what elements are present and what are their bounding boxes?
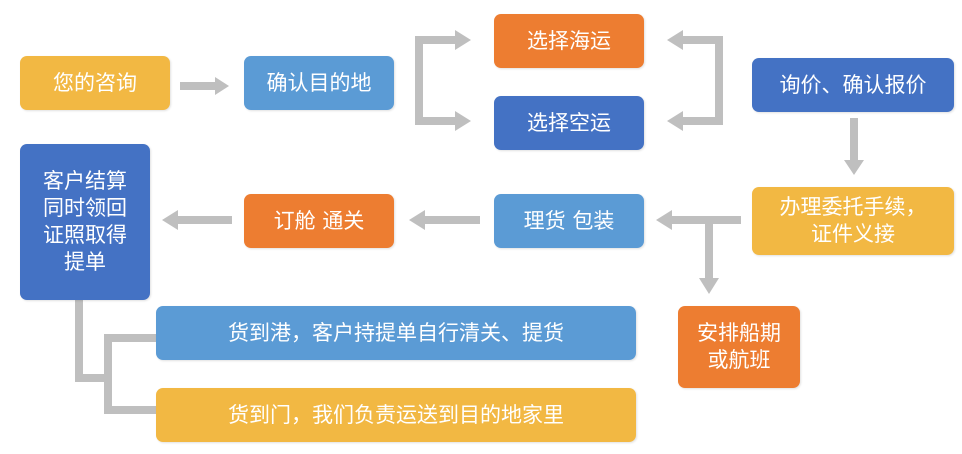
node-consult-label: 您的咨询 — [53, 70, 137, 95]
node-sea-freight-label: 选择海运 — [527, 28, 611, 53]
node-settlement: 客户结算 同时领回 证照取得 提单 — [20, 144, 150, 300]
node-settlement-line4: 提单 — [64, 250, 106, 274]
node-sort-pack: 理货 包装 — [494, 194, 644, 248]
arrow-quote-to-sea-air — [667, 30, 723, 131]
node-consult: 您的咨询 — [20, 56, 170, 110]
node-confirm-destination: 确认目的地 — [244, 56, 394, 110]
node-air-freight-label: 选择空运 — [527, 110, 611, 135]
node-commission-line2: 证件义接 — [811, 222, 895, 246]
arrow-booking-to-settlement — [162, 210, 232, 230]
node-door-delivery-label: 货到门，我们负责运送到目的地家里 — [228, 402, 564, 427]
node-commission: 办理委托手续， 证件义接 — [752, 187, 954, 255]
node-port-delivery: 货到港，客户持提单自行清关、提货 — [156, 306, 636, 360]
arrow-pack-to-booking — [409, 210, 480, 230]
node-door-delivery: 货到门，我们负责运送到目的地家里 — [156, 388, 636, 442]
node-sea-freight: 选择海运 — [494, 14, 644, 68]
node-booking-customs: 订舱 通关 — [244, 194, 394, 248]
arrow-confirm-to-sea-air — [415, 30, 471, 131]
node-port-delivery-label: 货到港，客户持提单自行清关、提货 — [228, 320, 564, 345]
node-settlement-line3: 证照取得 — [43, 223, 127, 247]
arrow-quote-to-commission — [844, 118, 864, 175]
arrow-commission-to-pack-schedule — [656, 210, 741, 294]
node-quote: 询价、确认报价 — [752, 58, 954, 112]
node-commission-line1: 办理委托手续， — [779, 195, 927, 219]
node-schedule: 安排船期 或航班 — [678, 306, 800, 388]
arrow-consult-to-confirm — [180, 77, 229, 95]
node-booking-customs-label: 订舱 通关 — [273, 208, 365, 233]
node-settlement-line1: 客户结算 — [43, 169, 127, 193]
node-settlement-line2: 同时领回 — [43, 196, 127, 220]
node-confirm-destination-label: 确认目的地 — [266, 70, 372, 95]
node-quote-label: 询价、确认报价 — [779, 72, 927, 97]
node-air-freight: 选择空运 — [494, 96, 644, 150]
node-schedule-line1: 安排船期 — [697, 321, 781, 345]
node-sort-pack-label: 理货 包装 — [523, 208, 615, 233]
node-schedule-line2: 或航班 — [707, 348, 771, 372]
